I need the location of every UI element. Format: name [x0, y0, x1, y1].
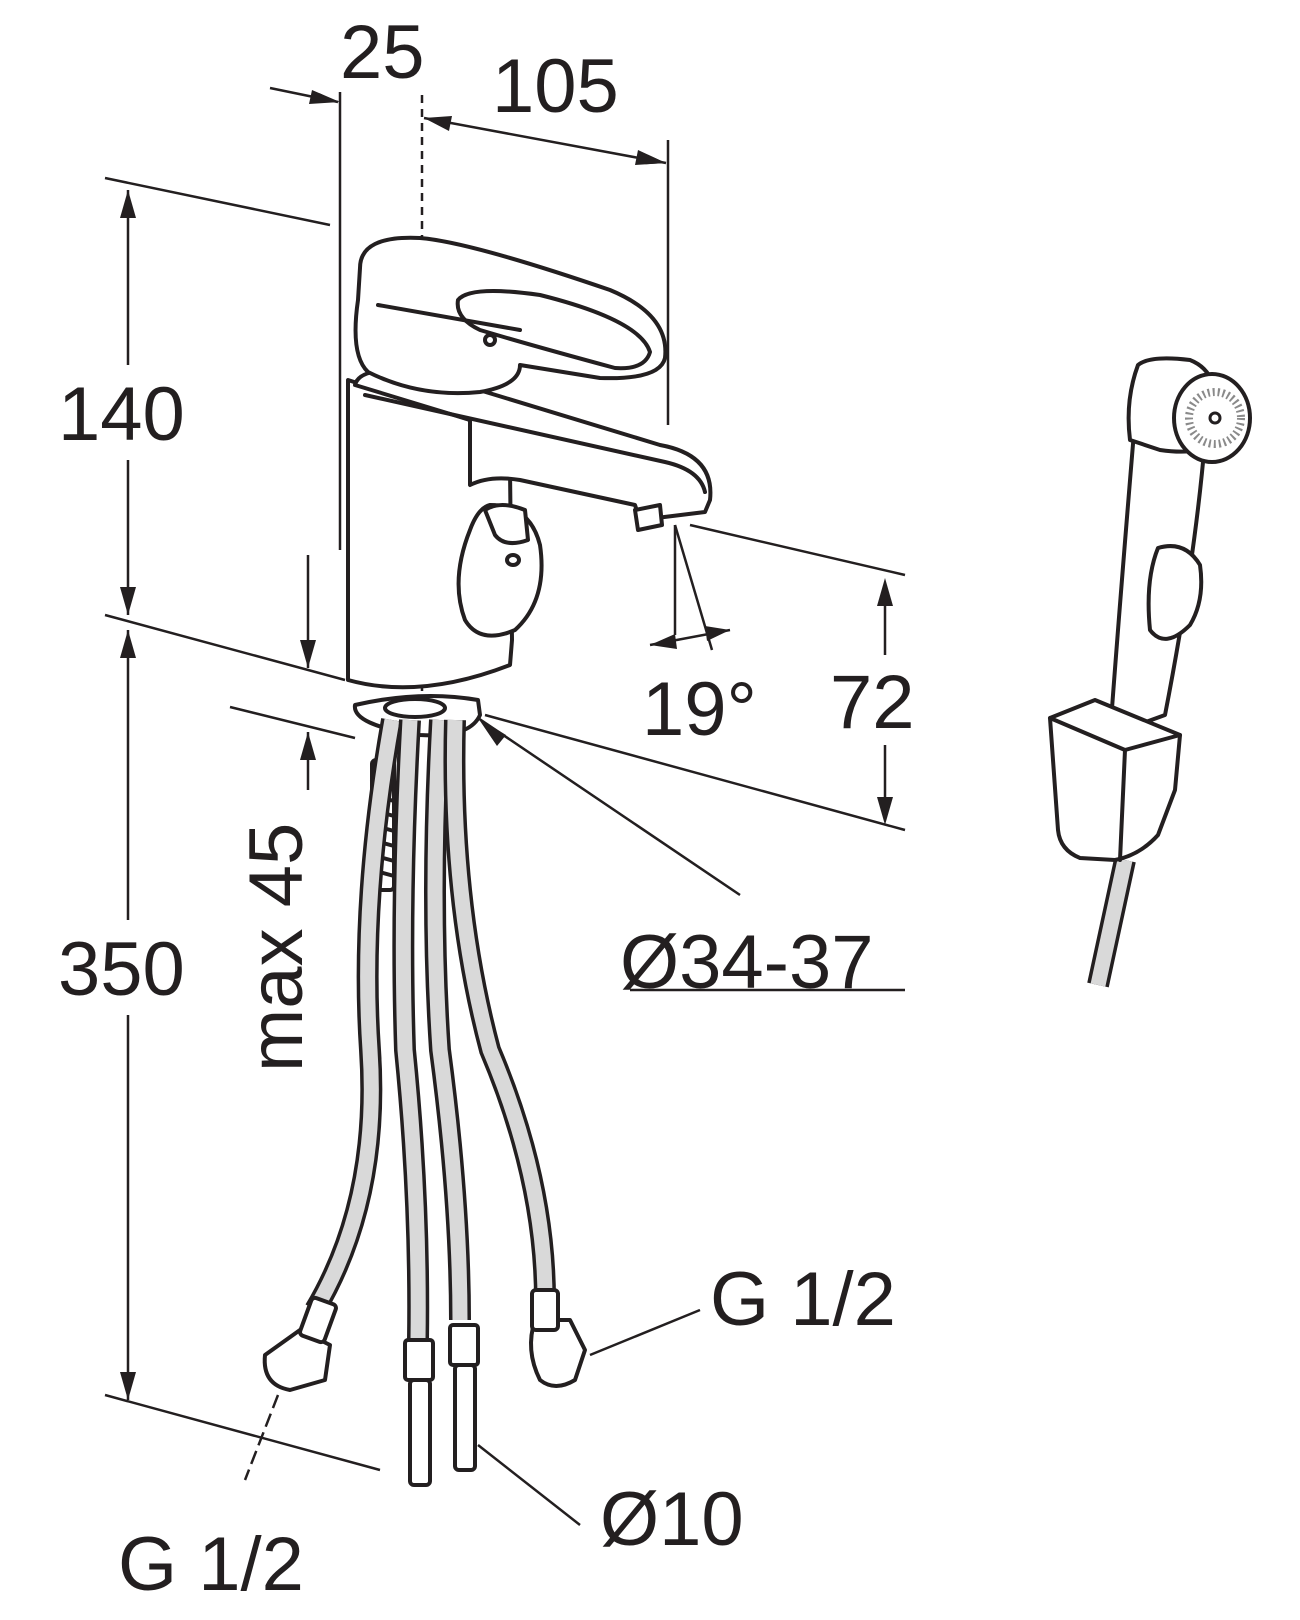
dim-height-140: 140 — [58, 372, 185, 457]
dim-pipe-diameter: Ø10 — [600, 1477, 744, 1562]
dim-thread-right: G 1/2 — [710, 1257, 896, 1342]
hand-shower — [1048, 356, 1252, 988]
dim-height-350: 350 — [58, 927, 185, 1012]
arrowheads — [120, 90, 893, 1400]
dim-max-45: max 45 — [234, 823, 319, 1072]
dim-width-105: 105 — [492, 44, 619, 129]
dim-height-72: 72 — [830, 660, 915, 745]
dim-hole-diameter: Ø34-37 — [620, 920, 874, 1005]
dim-width-25: 25 — [340, 10, 425, 95]
dim-angle-19: 19° — [642, 667, 757, 752]
faucet-body — [346, 235, 713, 738]
dim-thread-left: G 1/2 — [118, 1522, 304, 1607]
hoses — [262, 718, 587, 1487]
